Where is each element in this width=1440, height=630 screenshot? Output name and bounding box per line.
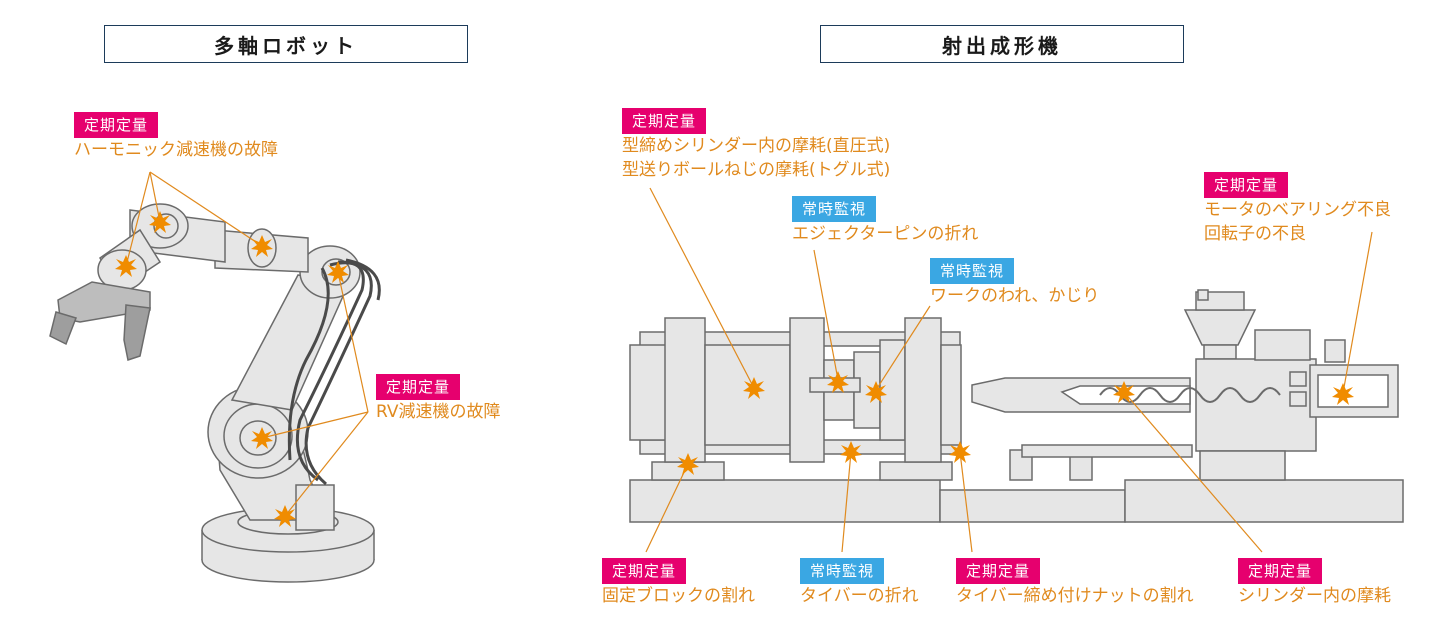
periodic-tag: 定期定量 <box>602 558 687 584</box>
periodic-tag: 定期定量 <box>956 558 1041 584</box>
annotation-cylinder-wear: 定期定量 シリンダー内の摩耗 <box>1238 558 1391 608</box>
monitoring-tag: 常時監視 <box>792 196 877 222</box>
annotation-text: 型送りボールねじの摩耗(トグル式) <box>622 160 891 180</box>
periodic-tag: 定期定量 <box>622 108 707 134</box>
periodic-tag: 定期定量 <box>1238 558 1323 584</box>
annotation-text: 固定ブロックの割れ <box>602 586 755 606</box>
leader-lines <box>125 171 1373 553</box>
robot-cables <box>287 258 381 486</box>
molding-section-title: 射出成形機 <box>820 25 1184 63</box>
annotation-block: 定期定量 固定ブロックの割れ <box>602 558 755 608</box>
annotation-text: 回転子の不良 <box>1204 224 1306 244</box>
periodic-tag: 定期定量 <box>376 374 461 400</box>
monitoring-tag: 常時監視 <box>930 258 1015 284</box>
annotation-clamp-cylinder: 定期定量 型締めシリンダー内の摩耗(直圧式) 型送りボールねじの摩耗(トグル式) <box>622 108 890 182</box>
periodic-tag: 定期定量 <box>1204 172 1289 198</box>
injection-screw <box>1099 387 1281 403</box>
annotation-text: モータのベアリング不良 <box>1204 200 1391 220</box>
annotation-text: シリンダー内の摩耗 <box>1238 586 1391 606</box>
annotation-text: タイバーの折れ <box>800 586 919 606</box>
annotation-text: ワークのわれ、かじり <box>930 286 1100 306</box>
molding-machine-illustration <box>629 289 1404 523</box>
annotation-text: ハーモニック減速機の故障 <box>74 140 278 160</box>
periodic-tag: 定期定量 <box>74 112 159 138</box>
annotation-text: エジェクターピンの折れ <box>792 224 979 244</box>
annotation-text: 型締めシリンダー内の摩耗(直圧式) <box>622 136 891 156</box>
robot-section-title: 多軸ロボット <box>104 25 468 63</box>
annotation-text: RV減速機の故障 <box>376 402 501 422</box>
annotation-rv: 定期定量 RV減速機の故障 <box>376 374 501 424</box>
annotation-text: タイバー締め付けナットの割れ <box>956 586 1194 606</box>
annotation-motor: 定期定量 モータのベアリング不良 回転子の不良 <box>1204 172 1391 246</box>
annotation-work: 常時監視 ワークのわれ、かじり <box>930 258 1099 308</box>
annotation-tiebar: 常時監視 タイバーの折れ <box>800 558 919 608</box>
annotation-harmonic: 定期定量 ハーモニック減速機の故障 <box>74 112 278 162</box>
annotation-ejector: 常時監視 エジェクターピンの折れ <box>792 196 978 246</box>
monitoring-tag: 常時監視 <box>800 558 885 584</box>
robot-illustration <box>49 203 375 583</box>
annotation-nut: 定期定量 タイバー締め付けナットの割れ <box>956 558 1194 608</box>
